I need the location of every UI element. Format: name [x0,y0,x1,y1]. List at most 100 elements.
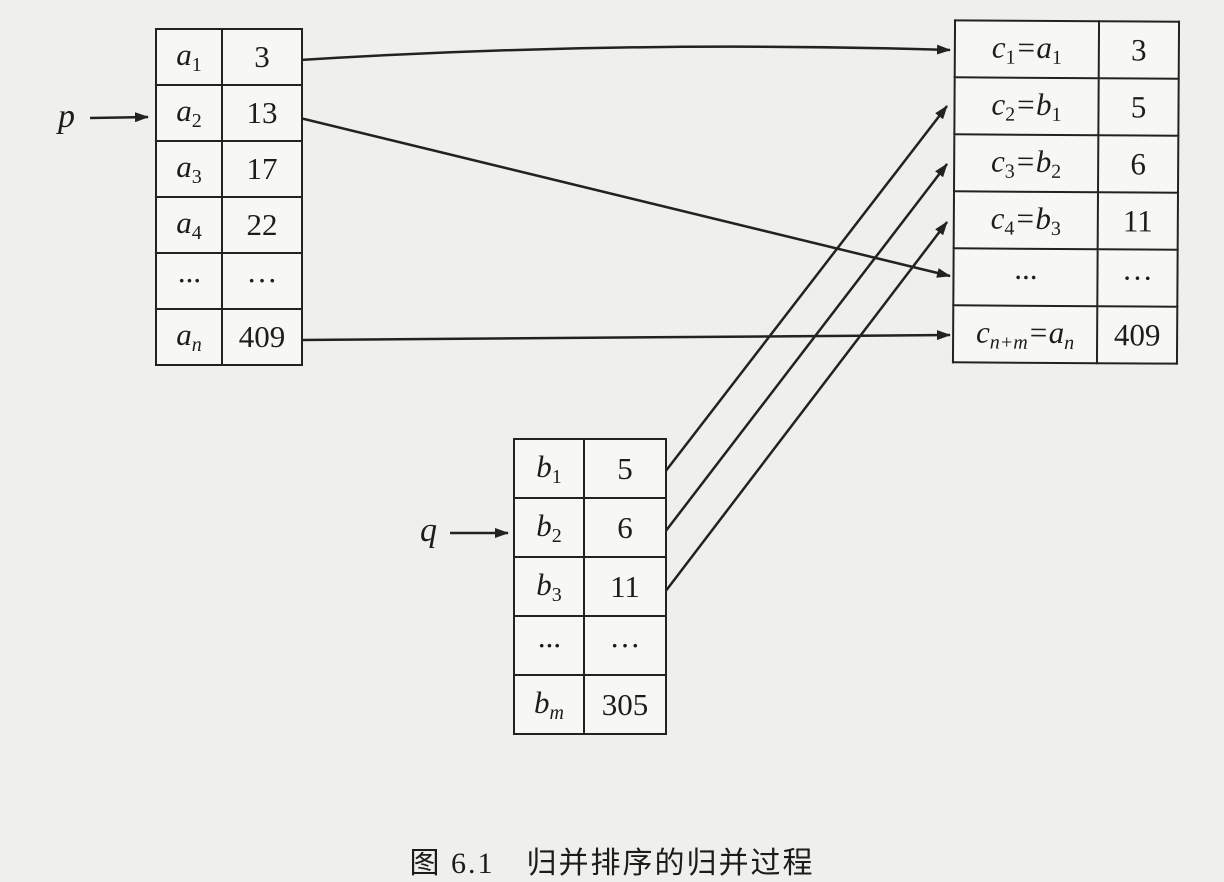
arrow-b1-c2 [664,105,948,473]
subscript: m [549,701,564,724]
subscript: 2 [191,110,202,132]
subscript: n+m [989,331,1028,354]
symbol: b [534,684,550,720]
subscript: n [1064,331,1075,354]
arrow-b2-c3 [664,163,948,533]
element-value: 17 [221,140,303,198]
element-name: a1 [155,28,223,86]
element-value: 6 [583,497,667,558]
element-value: 5 [1098,78,1179,136]
element-value: ··· [1097,249,1178,307]
element-name: cn+m=an [952,305,1098,364]
element-value: ··· [221,252,303,310]
element-value: 11 [583,556,667,617]
symbol: =b [1014,200,1052,236]
element-name: bm [513,674,585,735]
element-name: ··· [513,615,585,676]
subscript: 2 [1051,160,1062,183]
element-value: ··· [583,615,667,676]
symbol: a [176,317,192,352]
symbol: =a [1015,29,1053,65]
symbol: ··· [537,627,561,663]
element-name: c1=a1 [954,20,1100,79]
element-value: 5 [583,438,667,499]
subscript: 1 [1051,46,1062,69]
element-name: a2 [155,84,223,142]
arrow-p [89,112,149,123]
subscript: 4 [191,222,202,244]
symbol: =a [1027,314,1065,350]
symbol: ··· [177,263,201,298]
element-name: ··· [953,248,1098,307]
element-name: b3 [513,556,585,617]
subscript: 4 [1004,217,1015,240]
symbol: a [176,37,192,72]
table-row: ··· ··· [953,248,1178,307]
symbol: b [536,507,552,543]
symbol: c [991,86,1006,122]
subscript: 3 [191,166,202,188]
element-name: a3 [155,140,223,198]
element-value: 13 [221,84,303,142]
symbol: a [176,205,192,240]
table-row: ··· ··· [513,615,667,676]
pointer-q: q [420,512,437,549]
symbol: =b [1014,143,1052,179]
element-name: c4=b3 [953,191,1098,250]
element-value: 409 [221,308,303,366]
subscript: n [191,334,202,356]
subscript: 1 [191,54,202,76]
subscript: 1 [1051,103,1062,126]
table-row: ··· ··· [155,252,303,310]
element-value: 3 [1098,21,1180,79]
element-value: 11 [1097,192,1178,250]
element-value: 3 [221,28,303,86]
subscript: 3 [1004,160,1015,183]
subscript: 3 [1050,217,1061,240]
subscript: 1 [551,465,562,488]
element-name: ··· [155,252,223,310]
symbol: b [536,566,552,602]
element-value: 305 [583,674,667,735]
element-value: 409 [1096,306,1178,364]
arrow-a2-c-dots [299,116,951,278]
element-name: c3=b2 [954,134,1099,193]
symbol: a [176,93,192,128]
element-name: an [155,308,223,366]
element-name: a4 [155,196,223,254]
element-name: b1 [513,438,585,499]
symbol: b [536,448,552,484]
subscript: 2 [1005,103,1016,126]
element-value: 22 [221,196,303,254]
arrow-a1-c1 [299,44,951,62]
symbol: c [990,143,1005,179]
element-name: b2 [513,497,585,558]
arrow-an-cnm [299,330,951,342]
element-value: 6 [1097,135,1179,193]
symbol: c [991,29,1006,65]
symbol: =b [1015,86,1052,122]
symbol: ··· [1013,259,1038,295]
subscript: 2 [551,524,562,547]
symbol: c [975,313,990,350]
subscript: 1 [1005,46,1016,69]
pointer-p: p [58,98,75,135]
figure-caption: 图 6.1 归并排序的归并过程 [409,847,815,880]
